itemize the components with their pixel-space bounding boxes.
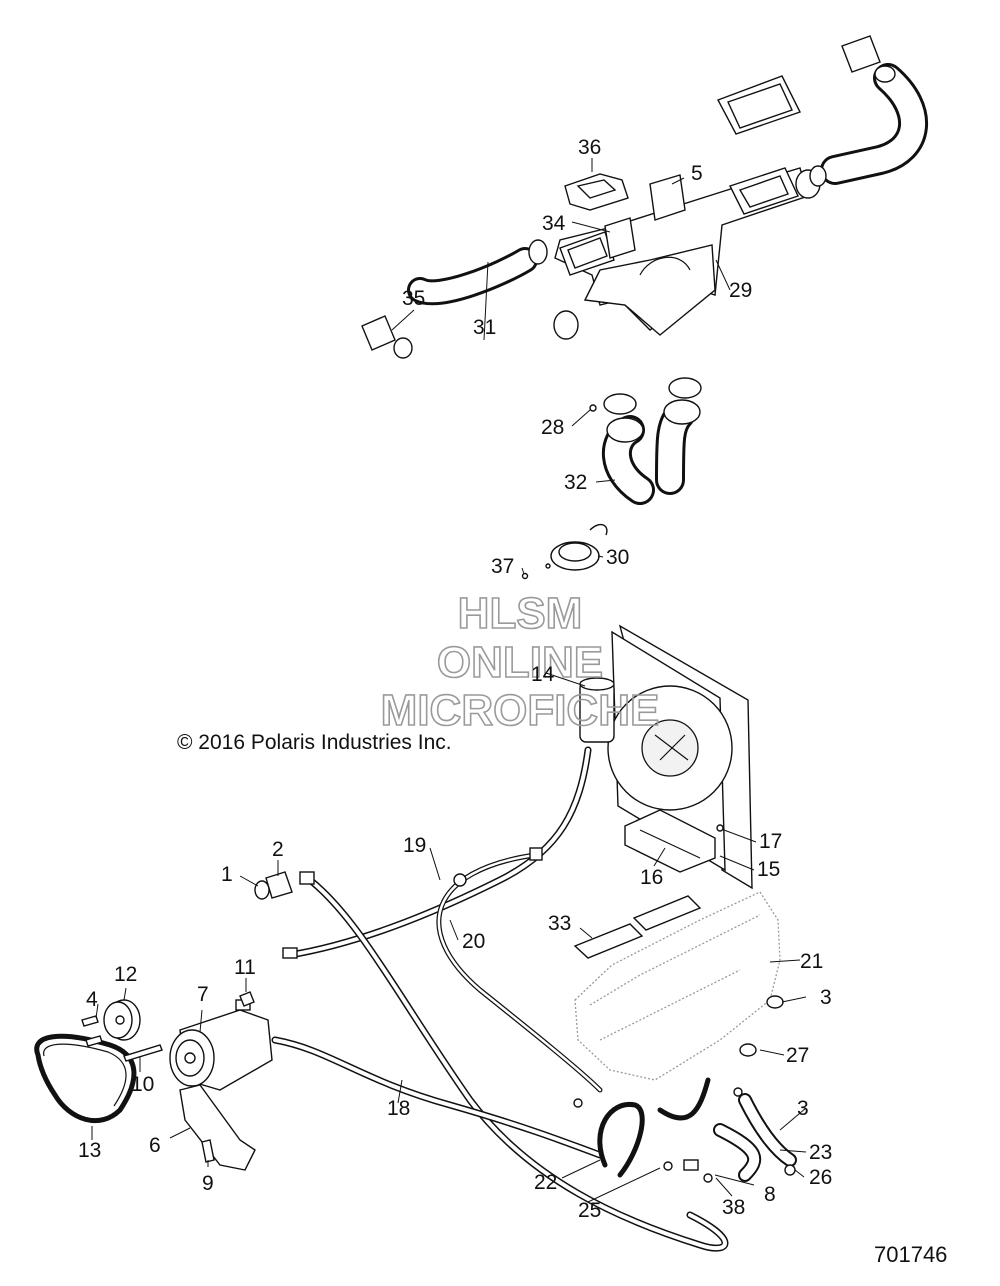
callout-10: 10 (131, 1073, 154, 1096)
refrigerant-lines (271, 746, 797, 1252)
watermark-line-3: MICROFICHE (381, 686, 660, 735)
callout-18: 18 (387, 1097, 410, 1120)
callout-6: 6 (149, 1134, 161, 1157)
callout-4: 4 (86, 988, 98, 1011)
hvac-box (573, 891, 784, 1081)
callout-30: 30 (606, 546, 629, 569)
callout-26: 26 (809, 1166, 832, 1189)
watermark-line-1: HLSM (458, 589, 583, 638)
callout-23: 23 (809, 1141, 832, 1164)
callout-15: 15 (757, 858, 780, 881)
callout-2: 2 (272, 838, 284, 861)
callout-34: 34 (542, 212, 566, 235)
callout-25: 25 (578, 1199, 601, 1222)
callout-28: 28 (541, 416, 564, 439)
callout-27: 27 (786, 1044, 809, 1067)
callout-3-upper: 3 (820, 986, 832, 1009)
callout-20: 20 (462, 930, 485, 953)
callout-1: 1 (221, 863, 233, 886)
watermark-line-2: ONLINE (437, 638, 603, 687)
callout-13: 13 (78, 1139, 101, 1162)
callout-33: 33 (548, 912, 571, 935)
callout-labels: 1 2 3 3 4 5 6 7 8 9 10 11 12 13 14 15 16… (78, 136, 832, 1222)
callout-32: 32 (564, 471, 587, 494)
callout-17: 17 (759, 830, 782, 853)
callout-35: 35 (402, 287, 425, 310)
callout-5: 5 (691, 162, 703, 185)
diagram-id: 701746 (874, 1242, 947, 1267)
copyright-notice: © 2016 Polaris Industries Inc. (177, 731, 452, 754)
watermark: HLSM ONLINE MICROFICHE (380, 588, 660, 736)
callout-14: 14 (531, 663, 555, 686)
callout-22: 22 (534, 1171, 557, 1194)
callout-3-lower: 3 (797, 1097, 809, 1120)
callout-8: 8 (764, 1183, 776, 1206)
callout-36: 36 (578, 136, 601, 159)
callout-12: 12 (114, 963, 137, 986)
callout-31: 31 (473, 316, 496, 339)
callout-38: 38 (722, 1196, 745, 1219)
compressor-assembly (34, 871, 293, 1171)
condenser-assembly (579, 624, 753, 890)
callout-9: 9 (202, 1172, 214, 1195)
callout-16: 16 (640, 866, 663, 889)
duct-assembly (361, 35, 928, 580)
callout-7: 7 (197, 983, 209, 1006)
callout-11: 11 (234, 956, 256, 979)
callout-37: 37 (491, 555, 514, 578)
callout-19: 19 (403, 834, 426, 857)
callout-21: 21 (800, 950, 823, 973)
callout-29: 29 (729, 279, 752, 302)
leader-lines (91, 158, 807, 1203)
